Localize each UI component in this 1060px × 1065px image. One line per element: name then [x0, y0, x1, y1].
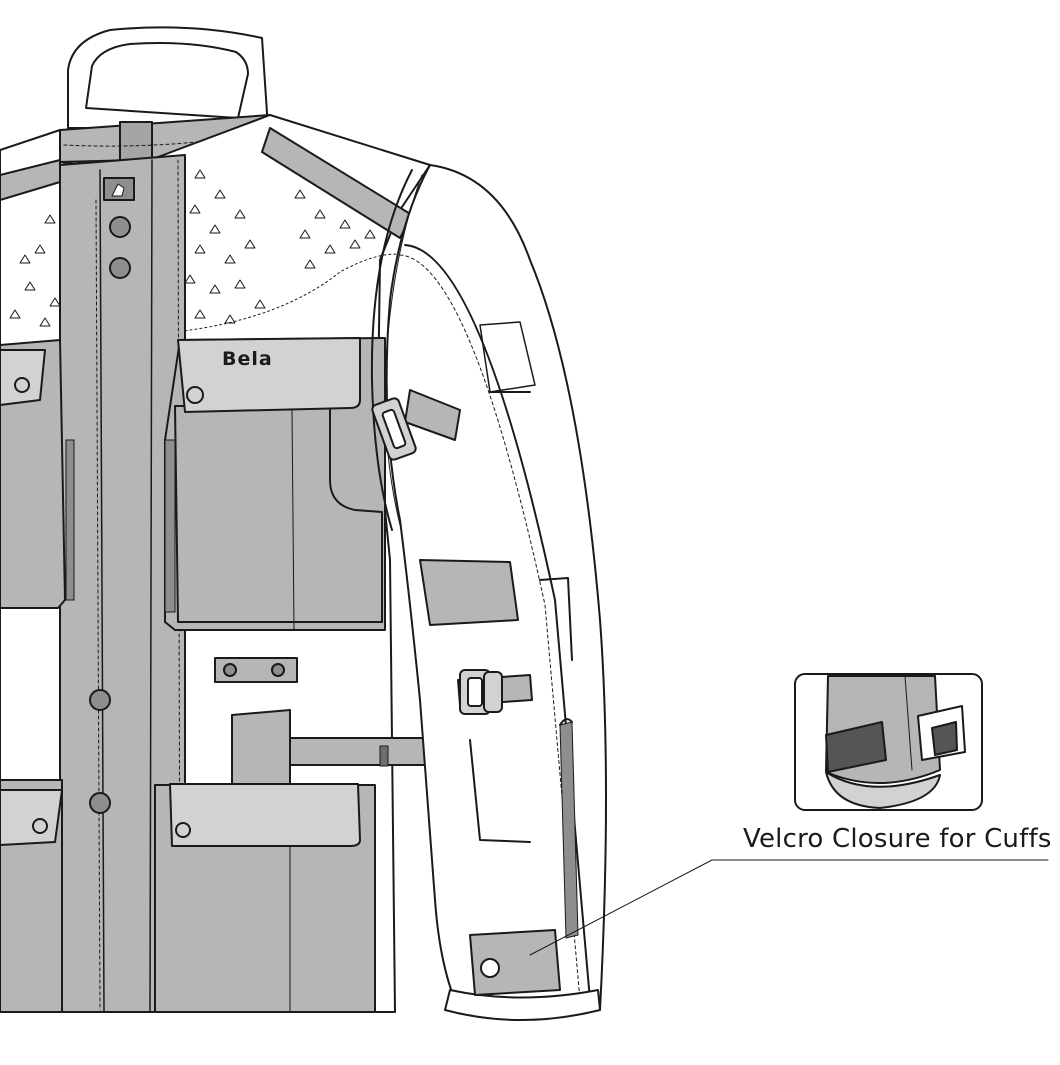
shoulder-strap-right	[261, 127, 413, 239]
lower-pocket-right	[154, 783, 376, 1013]
brand-logo: Bela	[222, 348, 273, 370]
sleeve	[370, 164, 607, 1013]
velcro-closure-callout-label: Velcro Closure for Cuffs	[743, 824, 1052, 854]
callout-leader-line	[529, 859, 1049, 956]
cuff-detail-inset	[794, 673, 983, 811]
lower-pocket-left	[0, 779, 63, 1013]
chest-pocket-right	[164, 337, 386, 631]
vent-perforations-right	[184, 169, 376, 324]
waist-strap	[289, 737, 441, 767]
chest-pocket-left	[0, 339, 75, 609]
sleeve-zipper	[559, 718, 579, 939]
sleeve-cuff	[444, 929, 601, 1021]
placket-snap-buttons	[89, 216, 131, 814]
collar	[59, 26, 276, 167]
waist-adjust-tab	[214, 657, 298, 683]
